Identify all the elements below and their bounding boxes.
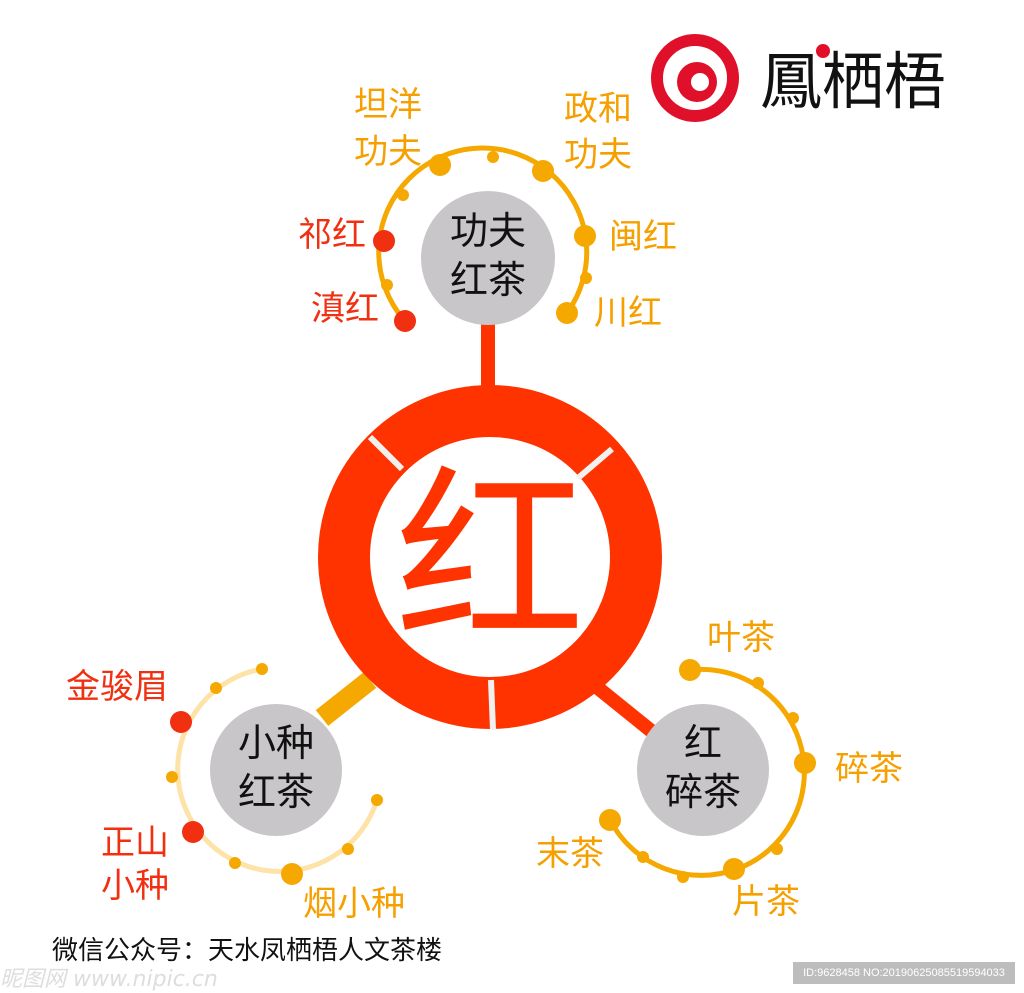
label-chuanhong: 川红 [594, 293, 662, 333]
image-id: ID:9628458 NO:20190625085519594033 [793, 962, 1015, 984]
dot-zhengshan [182, 821, 204, 843]
center-ring: 红 [318, 385, 662, 731]
label-zhengshan: 正山小种 [101, 823, 169, 906]
center-label: 红 [395, 449, 585, 670]
label-jinjunmei: 金骏眉 [66, 667, 168, 707]
logo: 鳳栖梧 [651, 34, 946, 122]
label-yecha: 叶茶 [707, 618, 775, 658]
label-dianhong: 滇红 [311, 289, 379, 329]
logo-spiral-icon [651, 34, 739, 122]
dot-jinjunmei [170, 711, 192, 733]
label-qihong: 祁红 [298, 215, 366, 255]
arc-left [175, 666, 380, 874]
watermark: 昵图网 www.nipic.cn [0, 967, 218, 992]
node-xiaozhong-line2: 红茶 [238, 770, 314, 814]
label-minhong: 闽红 [609, 217, 677, 257]
label-piancha: 片茶 [732, 882, 800, 922]
label-suicha: 碎茶 [835, 749, 903, 789]
node-gongfu-line2: 红茶 [450, 258, 526, 302]
label-tanyang: 坦洋功夫 [354, 85, 422, 172]
dots-top [381, 151, 596, 324]
seal-icon [816, 44, 830, 58]
node-suicha-line2: 碎茶 [665, 770, 741, 814]
node-suicha [637, 704, 769, 836]
label-zhenghe: 政和功夫 [564, 89, 632, 175]
stem-left [315, 672, 377, 726]
dots-right [599, 659, 816, 883]
label-mocha: 末茶 [536, 834, 604, 874]
node-gongfu [421, 191, 555, 325]
stem-right [593, 682, 665, 744]
node-suicha-line1: 红 [684, 721, 722, 765]
node-gongfu-line1: 功夫 [450, 209, 526, 253]
logo-text: 鳳栖梧 [760, 45, 946, 118]
dot-dianhong [394, 310, 416, 332]
label-yanxiaozhong: 烟小种 [303, 884, 405, 924]
node-xiaozhong-line1: 小种 [238, 721, 314, 765]
node-xiaozhong [210, 704, 342, 836]
footer-wechat: 微信公众号：天水凤栖梧人文茶楼 [52, 936, 443, 966]
dots-left [166, 663, 383, 885]
dot-qihong [373, 230, 395, 252]
